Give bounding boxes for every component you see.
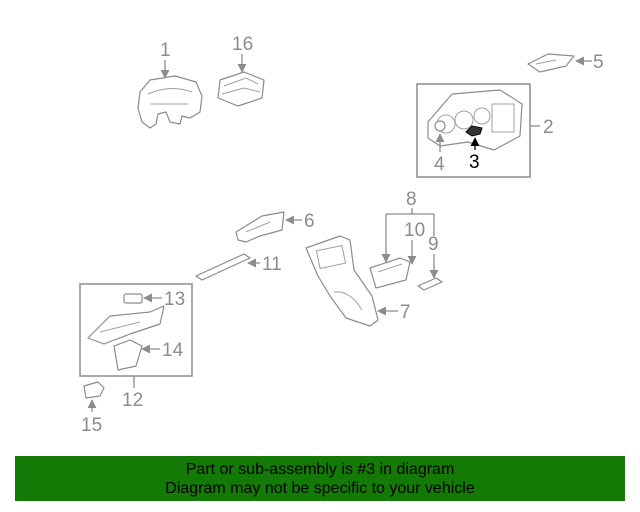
callout-2[interactable]: 2 (543, 117, 554, 138)
part-10-shape[interactable] (369, 257, 411, 289)
part-14-shape[interactable] (113, 339, 143, 371)
callout-13[interactable]: 13 (164, 289, 185, 310)
part-12-shape[interactable] (87, 305, 165, 345)
part-6-shape[interactable] (235, 211, 285, 243)
callout-8[interactable]: 8 (406, 189, 417, 210)
callout-14[interactable]: 14 (162, 340, 184, 361)
callout-7[interactable]: 7 (400, 302, 411, 323)
part-9-shape[interactable] (417, 277, 443, 291)
part-2-shape[interactable] (427, 89, 523, 151)
part-13-shape[interactable] (123, 293, 143, 304)
part-11-shape[interactable] (195, 253, 251, 281)
callout-16[interactable]: 16 (232, 34, 253, 55)
part-15-shape[interactable] (83, 381, 105, 399)
callout-3[interactable]: 3 (469, 152, 480, 173)
callout-1[interactable]: 1 (160, 40, 171, 61)
callout-12[interactable]: 12 (122, 390, 143, 411)
callout-4[interactable]: 4 (434, 154, 445, 175)
callout-6[interactable]: 6 (304, 211, 315, 232)
callout-9[interactable]: 9 (428, 234, 439, 255)
part-16-shape[interactable] (217, 71, 265, 107)
part-5-shape[interactable] (527, 53, 575, 73)
part-1-shape[interactable] (137, 75, 203, 129)
banner-line-disclaimer: Diagram may not be specific to your vehi… (165, 480, 475, 497)
part-info-banner: Part or sub-assembly is #3 in diagram Di… (15, 456, 625, 501)
part-4-shape[interactable] (434, 120, 446, 132)
callout-5[interactable]: 5 (593, 52, 604, 73)
banner-line-part: Part or sub-assembly is #3 in diagram (185, 461, 455, 478)
callout-10[interactable]: 10 (404, 220, 425, 241)
callout-11[interactable]: 11 (262, 254, 282, 275)
part-7-shape[interactable] (305, 235, 379, 327)
part-3-shape[interactable] (465, 125, 483, 137)
callout-15[interactable]: 15 (81, 415, 102, 436)
